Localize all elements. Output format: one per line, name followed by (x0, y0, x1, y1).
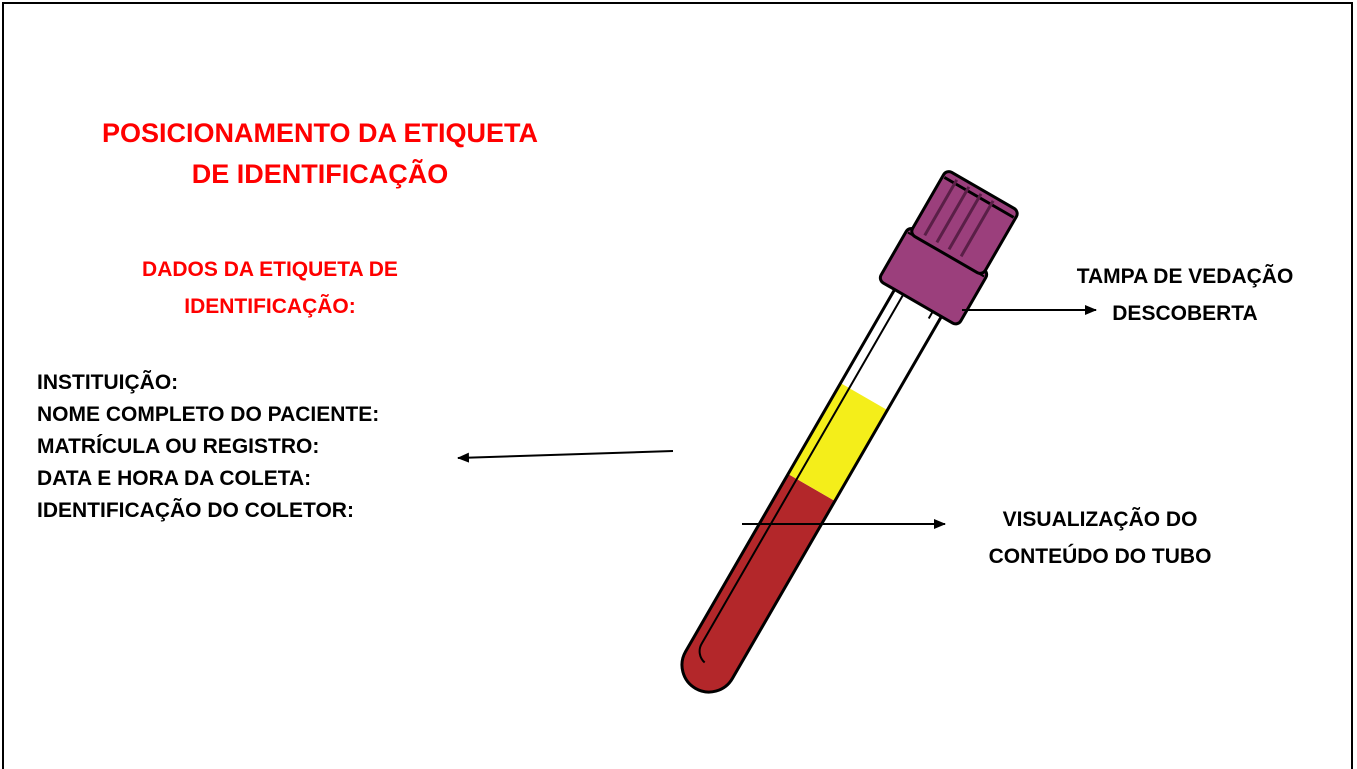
label-data-header: DADOS DA ETIQUETA DE IDENTIFICAÇÃO: (60, 251, 480, 325)
cap-callout-label: TAMPA DE VEDAÇÃO DESCOBERTA (1010, 258, 1357, 332)
field-patient-name: NOME COMPLETO DO PACIENTE: (37, 403, 380, 426)
tube-blood (682, 473, 835, 692)
content-callout-line-1: VISUALIZAÇÃO DO (1002, 508, 1198, 531)
cap-callout-line-2: DESCOBERTA (1112, 302, 1258, 325)
label-fields-arrow (457, 450, 674, 463)
field-registration: MATRÍCULA OU REGISTRO: (37, 435, 320, 458)
tube-cap (878, 170, 1019, 326)
content-callout-label: VISUALIZAÇÃO DO CONTEÚDO DO TUBO (925, 501, 1275, 575)
tube-outline (680, 261, 959, 694)
label-header-line-1: DADOS DA ETIQUETA DE (142, 258, 398, 281)
diagram-title: POSICIONAMENTO DA ETIQUETA DE IDENTIFICA… (40, 113, 600, 195)
cap-callout-line-1: TAMPA DE VEDAÇÃO (1076, 265, 1294, 288)
field-collector-id: IDENTIFICAÇÃO DO COLETOR: (37, 499, 354, 522)
label-header-line-2: IDENTIFICAÇÃO: (184, 295, 356, 318)
tube-inner-edge (698, 274, 916, 664)
title-line-2: DE IDENTIFICAÇÃO (191, 159, 449, 189)
tube-serum (788, 383, 888, 501)
field-institution: INSTITUIÇÃO: (37, 371, 179, 394)
label-fields-list: INSTITUIÇÃO: NOME COMPLETO DO PACIENTE: … (37, 367, 379, 527)
field-collection-datetime: DATA E HORA DA COLETA: (37, 467, 312, 490)
content-callout-line-2: CONTEÚDO DO TUBO (988, 545, 1212, 568)
blood-collection-tube (680, 170, 1019, 694)
title-line-1: POSICIONAMENTO DA ETIQUETA (101, 118, 539, 148)
